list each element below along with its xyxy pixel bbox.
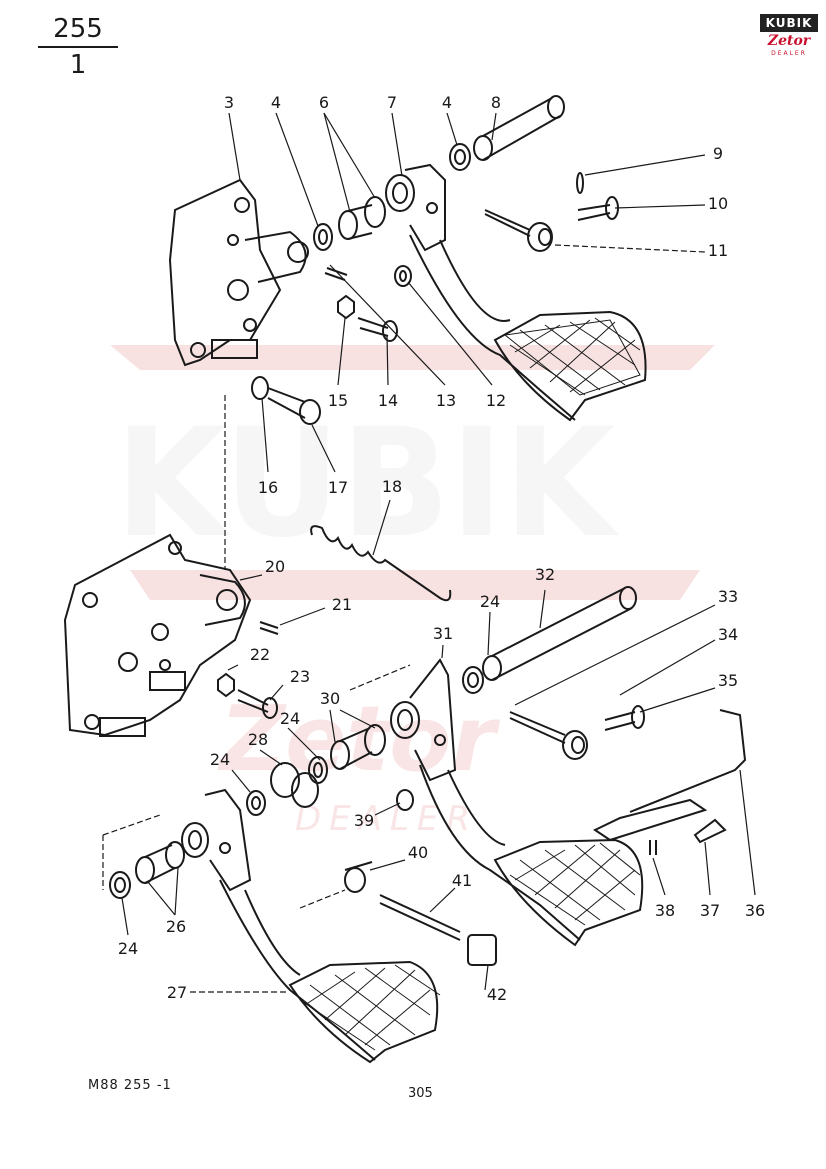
callout-27: 27 <box>167 983 187 1002</box>
callout-20: 20 <box>265 557 285 576</box>
logo-sub: Zetor <box>767 33 811 49</box>
callout-18: 18 <box>382 477 402 496</box>
page-number-bottom: 1 <box>69 50 87 80</box>
lower-bushings <box>246 586 637 816</box>
callout-24d: 24 <box>118 939 138 958</box>
callout-3: 3 <box>224 93 234 112</box>
callout-36: 36 <box>745 901 765 920</box>
callout-31: 31 <box>433 624 453 643</box>
upper-pedal <box>385 163 647 422</box>
callout-24b: 24 <box>280 709 300 728</box>
callout-14: 14 <box>378 391 398 410</box>
footer-page-number: 305 <box>408 1086 433 1101</box>
callout-4b: 4 <box>442 93 452 112</box>
upper-fasteners <box>251 267 398 425</box>
callout-26: 26 <box>166 917 186 936</box>
drawing-lines <box>63 95 747 1064</box>
watermark-dealer: DEALER <box>295 799 478 839</box>
logo-dealer: DEALER <box>771 50 807 57</box>
callout-24c: 24 <box>210 750 230 769</box>
callout-labels: 3 4 6 7 4 8 9 10 11 13 12 14 15 16 17 18… <box>118 93 765 1004</box>
callout-24a: 24 <box>480 592 500 611</box>
callout-17: 17 <box>328 478 348 497</box>
page-number-top: 255 <box>53 14 103 44</box>
callout-32: 32 <box>535 565 555 584</box>
callout-13: 13 <box>436 391 456 410</box>
callout-16: 16 <box>258 478 278 497</box>
drawing-code: M88 255 -1 <box>88 1078 172 1093</box>
callout-30: 30 <box>320 689 340 708</box>
lower-pedal-left <box>109 788 441 1064</box>
page-number-fraction: 255 1 <box>38 14 118 80</box>
kubik-zetor-logo: KUBIK Zetor DEALER <box>760 14 818 62</box>
callout-37: 37 <box>700 901 720 920</box>
callout-34: 34 <box>718 625 738 644</box>
callout-7: 7 <box>387 93 397 112</box>
callout-41: 41 <box>452 871 472 890</box>
logo-brand: KUBIK <box>760 14 818 32</box>
upper-pins <box>394 172 619 287</box>
return-spring <box>310 525 452 602</box>
callout-28: 28 <box>248 730 268 749</box>
callout-42: 42 <box>487 985 507 1004</box>
lower-pedal-right <box>390 658 644 947</box>
callout-35: 35 <box>718 671 738 690</box>
callout-38: 38 <box>655 901 675 920</box>
callout-22: 22 <box>250 645 270 664</box>
callout-4: 4 <box>271 93 281 112</box>
callout-9: 9 <box>713 144 723 163</box>
upper-bracket <box>168 178 309 367</box>
callout-8: 8 <box>491 93 501 112</box>
upper-bushings <box>313 95 565 251</box>
leader-lines <box>102 112 756 993</box>
callout-40: 40 <box>408 843 428 862</box>
callout-15: 15 <box>328 391 348 410</box>
callout-23: 23 <box>290 667 310 686</box>
callout-6: 6 <box>319 93 329 112</box>
callout-10: 10 <box>708 194 728 213</box>
callout-21: 21 <box>332 595 352 614</box>
callout-33: 33 <box>718 587 738 606</box>
watermark: KUBIK Zetor DEALER <box>110 345 715 839</box>
callout-39: 39 <box>354 811 374 830</box>
lower-pins <box>217 621 747 966</box>
fraction-line <box>38 46 118 48</box>
callout-11: 11 <box>708 241 728 260</box>
callout-12: 12 <box>486 391 506 410</box>
watermark-brand: KUBIK <box>115 397 620 571</box>
lower-bracket <box>63 533 252 737</box>
